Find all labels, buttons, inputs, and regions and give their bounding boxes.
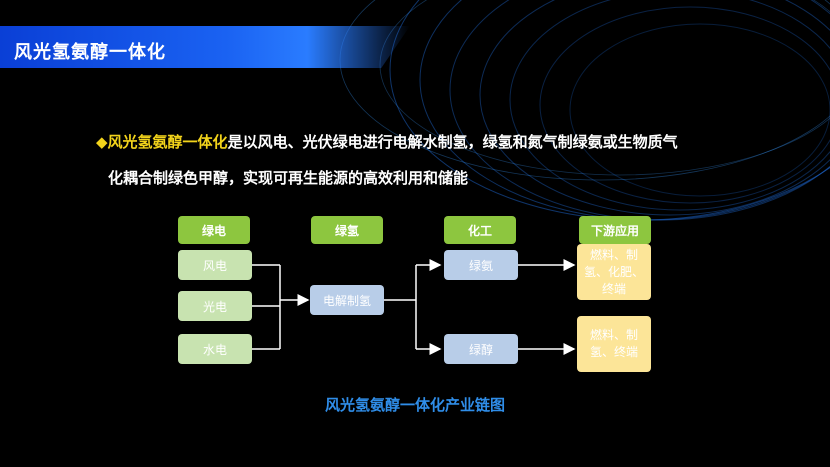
- product-methanol: 绿醇: [444, 334, 518, 364]
- header-chemical: 化工: [444, 216, 516, 244]
- title-bar: [0, 26, 410, 68]
- diagram-caption: 风光氢氨醇一体化产业链图: [324, 396, 505, 414]
- header-green-power: 绿电: [178, 216, 250, 244]
- bullet-icon: ◆: [96, 133, 108, 151]
- description-line1: 是以风电、光伏绿电进行电解水制氢，绿氢和氮气制绿氨或生物质气: [227, 133, 678, 151]
- header-green-hydrogen: 绿氢: [311, 216, 383, 244]
- source-solar: 光电: [178, 291, 252, 321]
- use-ammonia: 燃料、制氢、化肥、终端: [577, 244, 651, 300]
- electrolysis-box: 电解制氢: [310, 285, 384, 315]
- page-title: 风光氢氨醇一体化: [14, 42, 166, 63]
- description: ◆风光氢氨醇一体化是以风电、光伏绿电进行电解水制氢，绿氢和氮气制绿氨或生物质气 …: [96, 124, 756, 196]
- source-hydro: 水电: [178, 334, 252, 364]
- source-wind: 风电: [178, 250, 252, 280]
- product-ammonia: 绿氨: [444, 250, 518, 280]
- description-line2: 化耦合制绿色甲醇，实现可再生能源的高效利用和储能: [108, 169, 469, 187]
- header-downstream: 下游应用: [579, 216, 651, 244]
- description-highlight: 风光氢氨醇一体化: [107, 133, 228, 151]
- use-methanol: 燃料、制氢、终端: [577, 316, 651, 372]
